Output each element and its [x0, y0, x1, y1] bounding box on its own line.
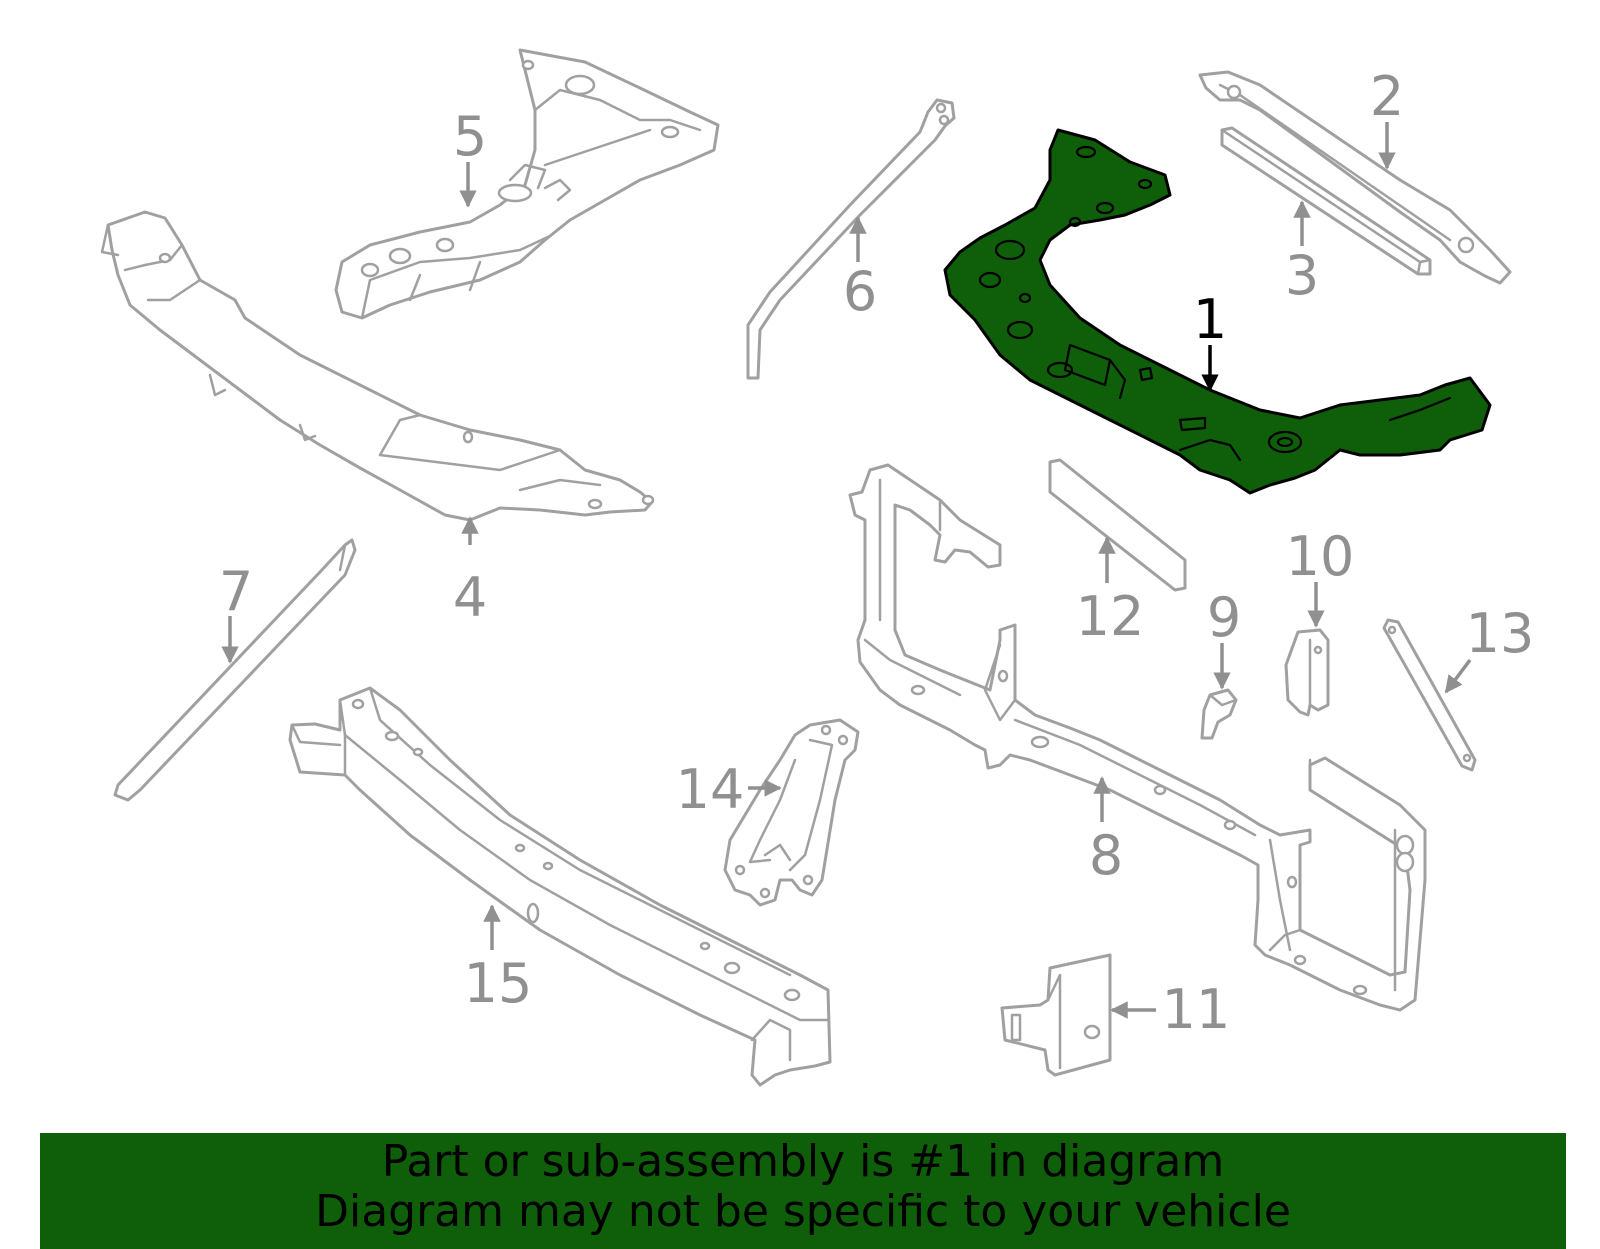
callout-2: 2: [1370, 65, 1404, 128]
part-4-member: [100, 210, 655, 522]
info-banner: Part or sub-assembly is #1 in diagram Di…: [40, 1133, 1566, 1249]
part-13-strut: [1382, 618, 1477, 772]
callout-13: 13: [1466, 602, 1535, 665]
part-11-bracket: [1000, 953, 1112, 1077]
part-7-bar: [113, 538, 357, 802]
part-3-bar: [1220, 126, 1432, 276]
part-2-rail: [1198, 70, 1512, 285]
banner-line-1: Part or sub-assembly is #1 in diagram: [381, 1136, 1225, 1187]
part-9-clip: [1200, 688, 1238, 740]
callout-15: 15: [464, 952, 533, 1015]
callout-4: 4: [453, 566, 487, 629]
callout-12: 12: [1076, 585, 1145, 648]
part-1-crossmember: [943, 128, 1492, 495]
callout-6: 6: [843, 260, 877, 323]
callout-1: 1: [1193, 288, 1227, 351]
callout-14: 14: [676, 758, 745, 821]
part-1-shape: [943, 128, 1492, 495]
part-8-frame: [848, 463, 1427, 1012]
callout-7: 7: [219, 560, 253, 623]
part-12-plate: [1048, 458, 1187, 592]
callout-labels: 1 2 3 4 5 6 7 8 9 10 11 12 13 14 15: [219, 65, 1535, 1041]
callout-10: 10: [1286, 525, 1355, 588]
part-6-rod: [746, 98, 956, 380]
banner-line-2: Diagram may not be specific to your vehi…: [315, 1186, 1291, 1237]
callout-11: 11: [1162, 978, 1231, 1041]
callout-leaders: [221, 122, 1472, 1019]
callout-8: 8: [1089, 824, 1123, 887]
part-10-bracket: [1284, 628, 1330, 717]
part-14-bracket: [723, 718, 860, 907]
callout-9: 9: [1207, 586, 1241, 649]
part-15-reinforcement: [288, 686, 832, 1087]
callout-3: 3: [1285, 244, 1319, 307]
part-5-bracket: [334, 48, 720, 320]
callout-5: 5: [453, 105, 487, 168]
